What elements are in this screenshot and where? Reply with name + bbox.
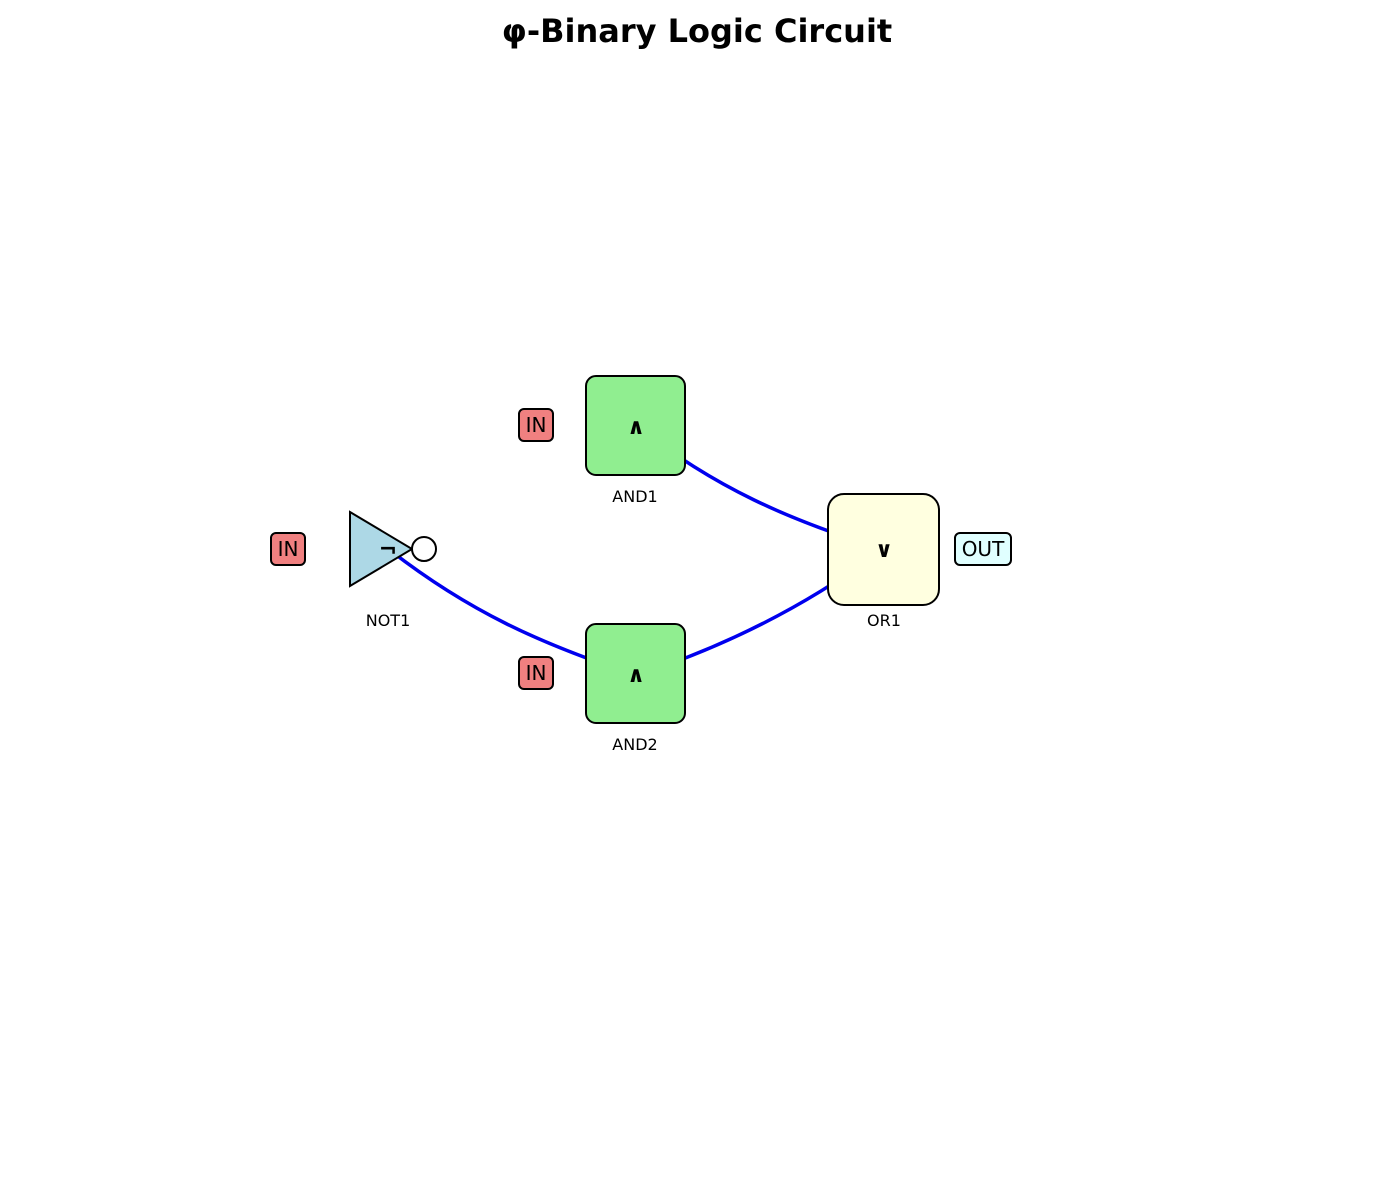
gate-not1[interactable]: ¬ NOT1 — [349, 510, 437, 630]
not-symbol: ¬ — [379, 538, 397, 563]
port-input-and2[interactable]: IN — [518, 656, 554, 690]
input-port-box — [270, 532, 306, 566]
or-symbol: ∨ — [875, 538, 893, 563]
gate-label-or1: OR1 — [867, 611, 901, 630]
not1-triangle — [349, 510, 414, 588]
gate-label-not1: NOT1 — [366, 611, 411, 630]
port-output-or1[interactable]: OUT — [954, 532, 1012, 566]
output-port-label: OUT — [962, 537, 1005, 561]
and-symbol: ∧ — [627, 663, 645, 688]
gate-and1[interactable]: ∧ AND1 — [585, 375, 686, 506]
gate-label-and2: AND2 — [612, 735, 657, 754]
and-symbol: ∧ — [627, 415, 645, 440]
gate-label-and1: AND1 — [612, 487, 657, 506]
input-port-label: IN — [526, 661, 547, 685]
port-input-not1[interactable]: IN — [270, 532, 306, 566]
input-port-label: IN — [526, 413, 547, 437]
gate-or1[interactable]: ∨ OR1 — [827, 493, 940, 630]
and2-body — [585, 623, 686, 724]
not1-bubble — [411, 536, 437, 562]
or1-body — [827, 493, 940, 606]
input-port-label: IN — [278, 537, 299, 561]
input-port-box — [518, 408, 554, 442]
gate-and2[interactable]: ∧ AND2 — [585, 623, 686, 754]
and1-body — [585, 375, 686, 476]
diagram-title: φ-Binary Logic Circuit — [502, 12, 892, 50]
output-port-box — [954, 532, 1012, 566]
input-port-box — [518, 656, 554, 690]
port-input-and1[interactable]: IN — [518, 408, 554, 442]
